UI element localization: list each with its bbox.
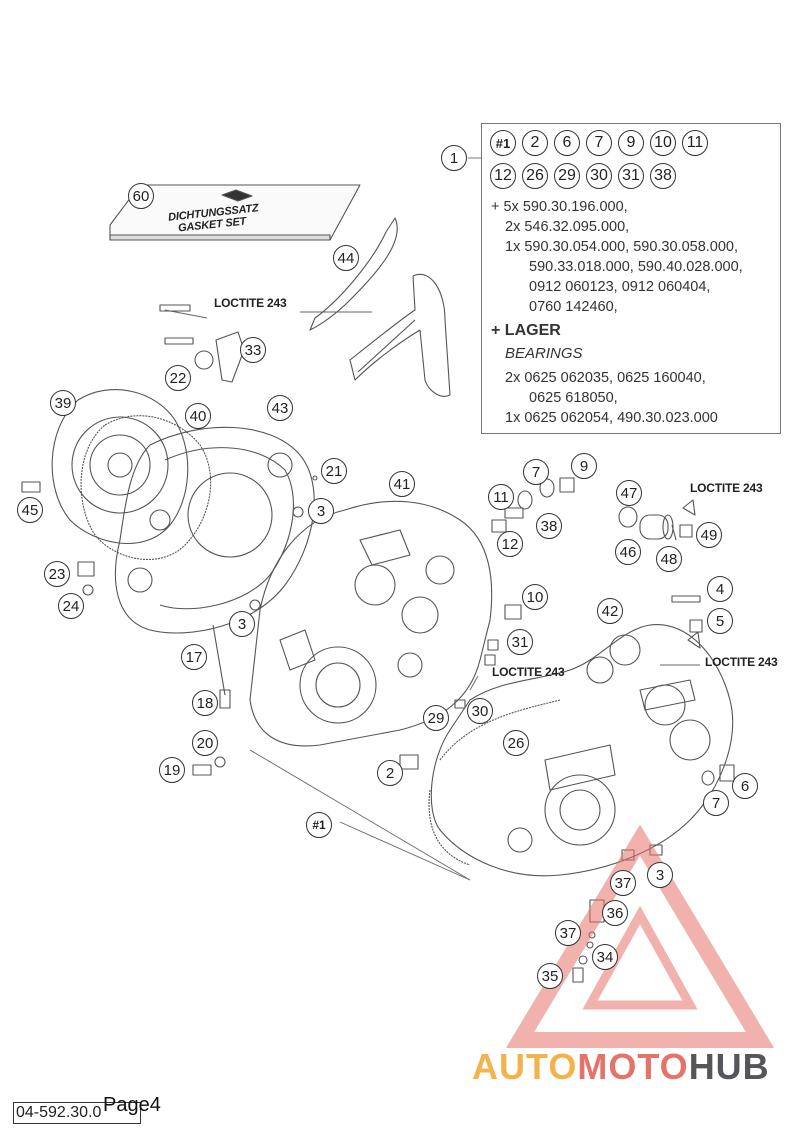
loctite-label: LOCTITE 243 [492,665,565,679]
callout-7: 7 [703,790,729,816]
callout-44: 44 [333,245,359,271]
small-parts-top [159,304,245,383]
callout-23: 23 [44,561,70,587]
callout-37: 37 [610,870,636,896]
callout-37: 37 [555,920,581,946]
gasket-set-illustration [109,184,361,241]
callout-34: 34 [592,944,618,970]
callout-3: 3 [229,611,255,637]
brand-watermark: AUTOMOTOHUB [472,1046,770,1088]
callout-17: 17 [181,644,207,670]
callout-7: 7 [523,459,549,485]
callout-33: 33 [240,337,266,363]
callout-48: 48 [656,546,682,572]
part-line: 0760 142460, [529,299,618,315]
loctite-label: LOCTITE 243 [214,296,287,310]
callout-5: 5 [707,608,733,634]
callout-3: 3 [308,498,334,524]
clutch-cover-39 [51,389,189,545]
callout-label: 60 [132,187,150,205]
info-bubble: 12 [490,163,516,189]
bearing-line: 1x 0625 062054, 490.30.023.000 [505,410,718,426]
info-bubble: 38 [650,163,676,189]
brand-part-3: HUB [688,1046,770,1087]
crankcase-left-41 [249,500,493,747]
bearing-parts-right [618,499,703,649]
callout-29: 29 [423,705,449,731]
clutch-cover-43 [114,426,315,634]
callout-4: 4 [707,576,733,602]
info-bubble: 7 [586,130,612,156]
callout-11: 11 [488,484,514,510]
brand-part-2: MOTO [577,1046,689,1087]
callout-1: 1 [441,145,467,171]
part-line: 2x 546.32.095.000, [505,219,630,235]
gasket-40 [80,415,212,560]
bearings-heading: BEARINGS [505,345,583,362]
loctite-label: LOCTITE 243 [705,655,778,669]
callout-26: 26 [503,730,529,756]
part-line: + 5x 590.30.196.000, [491,199,628,215]
info-bubble: 9 [618,130,644,156]
callout-47: 47 [616,480,642,506]
callout-10: 10 [522,584,548,610]
info-bubble: 10 [650,130,676,156]
info-bubble: 31 [618,163,644,189]
info-bubble: 30 [586,163,612,189]
callout-20: 20 [192,730,218,756]
parts-info-box: #1 2 6 7 9 10 11 12 26 29 30 31 38 + 5x … [481,123,781,434]
callout-41: 41 [389,471,415,497]
page-label: Page4 [103,1094,161,1116]
callout-46: 46 [615,539,641,565]
callout-43: 43 [267,395,293,421]
callout-60: 60 [128,183,154,209]
lager-heading: + LAGER [491,322,561,339]
gasket-26 [428,699,561,866]
callout-3: 3 [647,862,673,888]
callout-49: 49 [696,522,722,548]
watermark-logo [505,824,775,1048]
callout-label: 1 [449,149,459,167]
callout-18: 18 [192,690,218,716]
callout-2: 2 [377,760,403,786]
info-bubble: #1 [490,130,516,156]
callout-12: 12 [497,531,523,557]
document-number: 04-592.30.0 [13,1102,141,1124]
callout-9: 9 [571,453,597,479]
info-row-2: 12 26 29 30 31 38 [490,163,676,189]
callout-21: 21 [321,458,347,484]
callout-35: 35 [537,963,563,989]
plug-parts-left [21,475,318,776]
callout-19: 19 [159,757,185,783]
callout-45: 45 [17,497,43,523]
callout-6: 6 [732,773,758,799]
callout-31: 31 [507,629,533,655]
callout-24: 24 [58,593,84,619]
info-bubble: 11 [682,130,708,156]
bearing-line: 2x 0625 062035, 0625 160040, [505,370,706,386]
info-bubble: 6 [554,130,580,156]
info-bubble: 2 [522,130,548,156]
chain-guide-illustration [309,217,451,397]
part-line: 0912 060123, 0912 060404, [529,279,711,295]
callout-38: 38 [536,513,562,539]
brand-part-1: AUTO [472,1046,578,1087]
info-bubble: 26 [522,163,548,189]
part-line: 1x 590.30.054.000, 590.30.058.000, [505,239,739,255]
callout-30: 30 [467,698,493,724]
callout-36: 36 [602,900,628,926]
callout-39: 39 [50,390,76,416]
bearing-line: 0625 618050, [529,390,618,406]
callout-1-sub: #1 [306,812,332,838]
info-row-1: #1 2 6 7 9 10 11 [490,130,708,156]
crankcase-right-42 [430,624,734,877]
callout-40: 40 [185,403,211,429]
callout-22: 22 [165,365,191,391]
seal-parts-center [399,477,575,770]
loctite-label: LOCTITE 243 [690,481,763,495]
info-bubble: 29 [554,163,580,189]
callout-42: 42 [597,598,623,624]
part-line: 590.33.018.000, 590.40.028.000, [529,259,743,275]
